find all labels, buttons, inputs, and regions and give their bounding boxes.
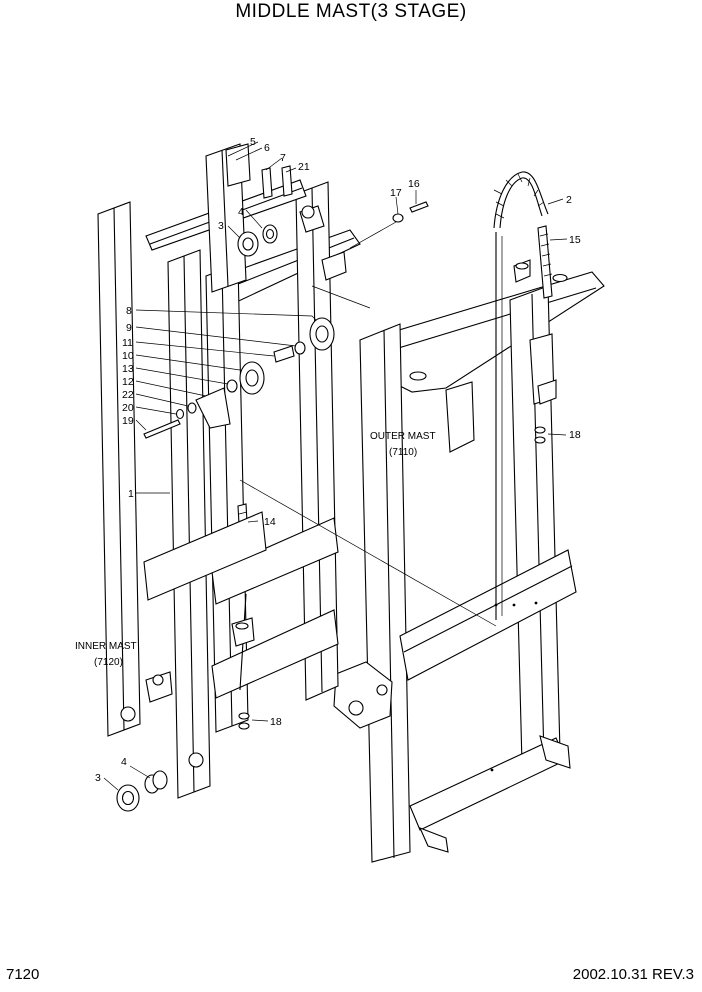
callout-2: 2 xyxy=(566,194,572,206)
nuts-18-upper xyxy=(534,426,546,444)
roller-upper-3 xyxy=(237,231,259,257)
revision-date: 2002.10.31 REV.3 xyxy=(572,966,694,983)
callout-17: 17 xyxy=(390,187,402,199)
callout-15: 15 xyxy=(569,234,581,246)
outer-mast-label: OUTER MAST xyxy=(370,431,436,442)
washer-20 xyxy=(175,408,185,420)
callout-20: 20 xyxy=(122,402,134,414)
page-title: MIDDLE MAST(3 STAGE) xyxy=(235,1,467,22)
callout-8: 8 xyxy=(126,305,132,317)
callout-21: 21 xyxy=(298,161,310,173)
washer-22 xyxy=(187,402,197,414)
washer-upper-4 xyxy=(262,224,278,244)
inner-mast-frame xyxy=(97,143,307,799)
callout-19: 19 xyxy=(122,415,134,427)
bearing-13 xyxy=(226,379,238,393)
inner-mast-label: INNER MAST xyxy=(75,641,137,652)
bolt-16 xyxy=(409,201,429,213)
inner-mast-code: (7120) xyxy=(94,657,123,668)
callout-3-lower: 3 xyxy=(95,772,101,784)
chain-anchor-bolt xyxy=(513,225,557,405)
callout-9: 9 xyxy=(126,322,132,334)
shaft-11 xyxy=(273,345,295,363)
snap-ring-9 xyxy=(294,341,306,355)
washer-17 xyxy=(392,213,404,223)
washer-lower-4 xyxy=(144,770,168,794)
callout-14: 14 xyxy=(264,516,276,528)
callout-13: 13 xyxy=(122,363,134,375)
callout-4-lower: 4 xyxy=(121,756,127,768)
sheave-bracket xyxy=(195,387,231,429)
callout-3-upper: 3 xyxy=(218,220,224,232)
callout-18-upper: 18 xyxy=(569,429,581,441)
callout-18-lower: 18 xyxy=(270,716,282,728)
callout-4-upper: 4 xyxy=(238,206,244,218)
assembly-reference-line xyxy=(239,479,497,627)
callout-1: 1 xyxy=(128,488,134,500)
callout-16: 16 xyxy=(408,178,420,190)
outer-mast-frame xyxy=(333,271,605,863)
bolt-19 xyxy=(143,419,181,439)
leader-lines xyxy=(103,141,568,791)
sheave-8 xyxy=(309,317,335,351)
outer-mast-code: (7110) xyxy=(389,447,417,458)
callout-12: 12 xyxy=(122,376,134,388)
callout-6: 6 xyxy=(264,142,270,154)
middle-mast-frame xyxy=(205,181,361,733)
callout-11: 11 xyxy=(122,337,133,349)
callout-22: 22 xyxy=(122,389,134,401)
lift-chain xyxy=(493,171,549,620)
callout-10: 10 xyxy=(122,350,134,362)
roller-lower-3 xyxy=(116,784,140,812)
callout-5: 5 xyxy=(250,136,256,148)
sheave-10 xyxy=(239,361,265,395)
page-code: 7120 xyxy=(6,966,40,983)
callout-7: 7 xyxy=(280,152,286,164)
